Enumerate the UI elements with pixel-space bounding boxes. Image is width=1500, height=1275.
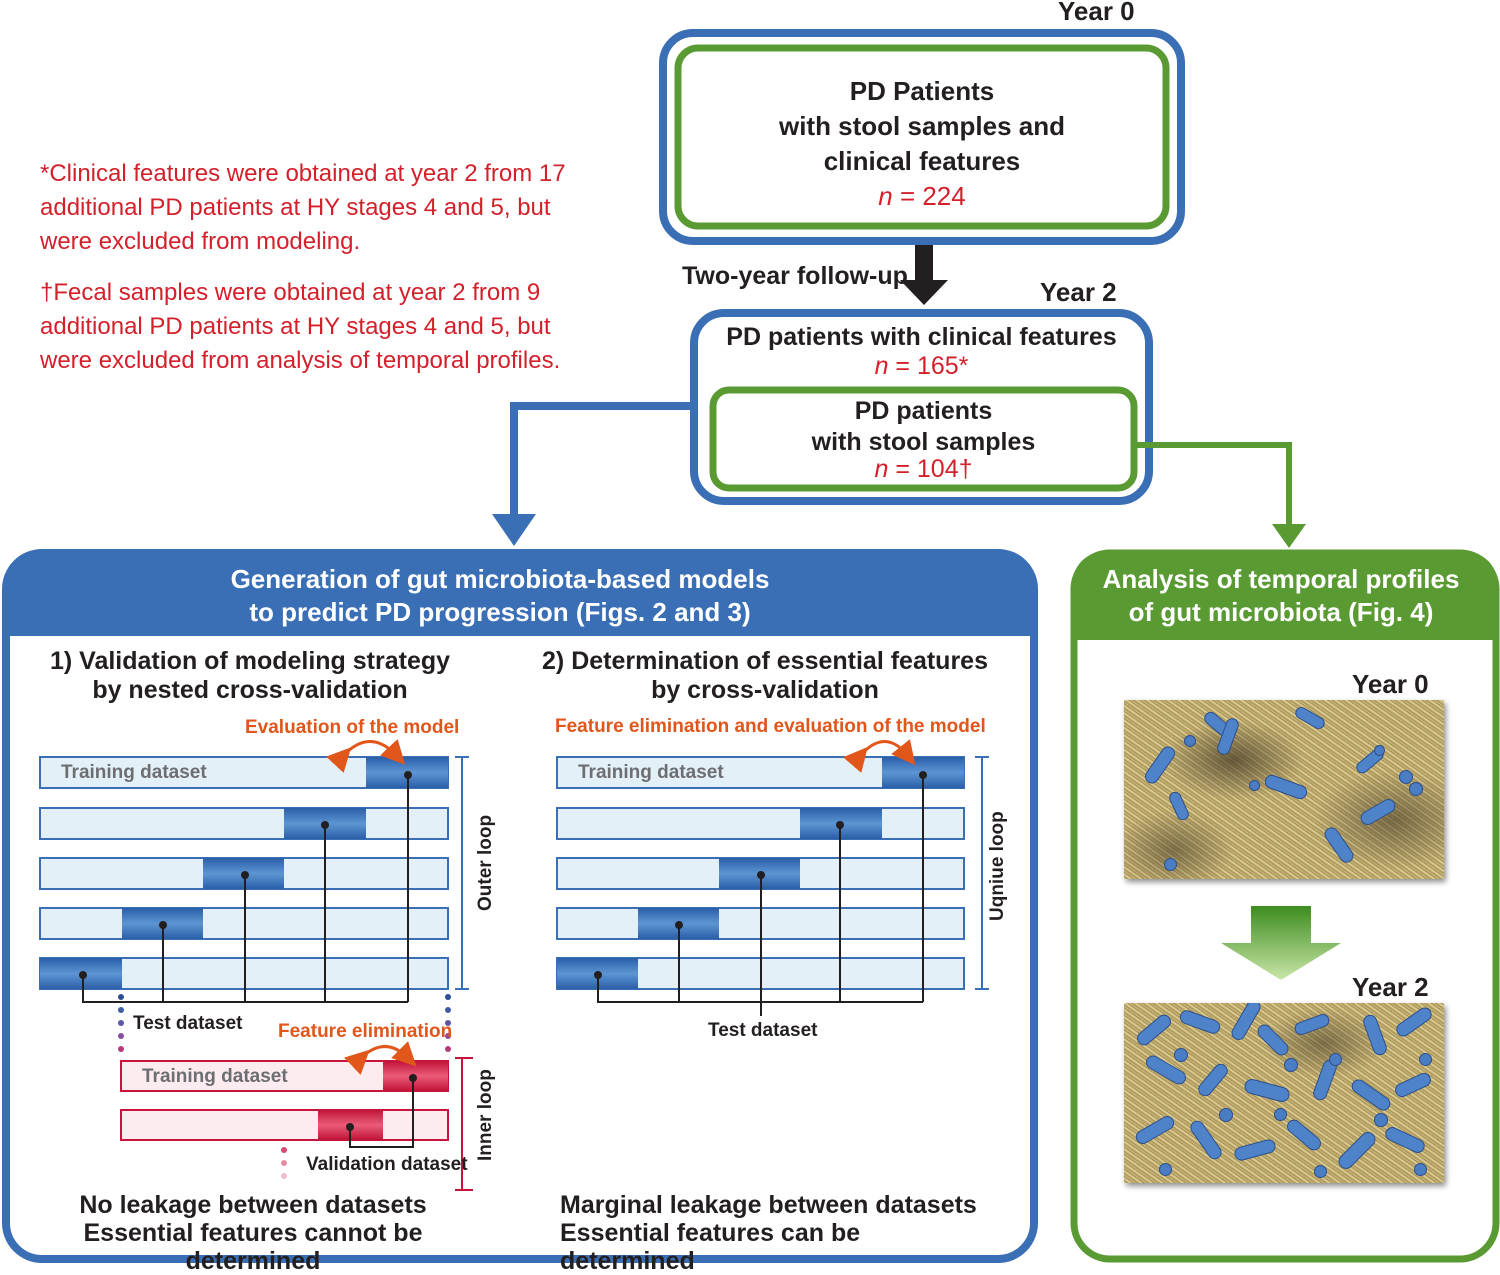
year0-inner-box [674, 44, 1170, 230]
year2-inner-n: n = 104† [874, 455, 973, 483]
unique-loop-bracket [975, 756, 989, 990]
year0-n: n = 224 [878, 181, 966, 211]
microbiota-image-year2 [1124, 1003, 1444, 1183]
green-connector [1134, 442, 1292, 528]
right-panel-header-bg [1072, 551, 1498, 640]
right-header-line2: of gut microbiota (Fig. 4) [1128, 597, 1434, 627]
outer-loop-label: Outer loop [475, 814, 496, 911]
feature-elim-arrow [344, 1041, 417, 1075]
validation-dataset-label: Validation dataset [306, 1154, 468, 1175]
section2-title-line1: 2) Determination of essential features [542, 647, 988, 675]
followup-arrow-head [900, 280, 948, 305]
section2-footer-line2: Essential features can be determined [560, 1219, 861, 1275]
year2-inner-line1: PD patients [854, 397, 993, 425]
year2-inner-box [709, 386, 1138, 492]
right-panel-frame [1070, 549, 1500, 1263]
cv-bar [556, 807, 965, 840]
section1-footer-line1: No leakage between datasets [79, 1191, 427, 1219]
year2-inner-line2: with stool samples [811, 428, 1036, 456]
section2-title: 2) Determination of essential features b… [540, 647, 990, 705]
year2-outer-line1: PD patients with clinical features [726, 323, 1117, 351]
outer-loop-bracket [455, 756, 469, 990]
year2-label: Year 2 [1040, 277, 1117, 307]
right-year2-label: Year 2 [1352, 972, 1429, 1002]
test-dataset-label: Test dataset [133, 1013, 243, 1034]
left-panel-header-bg [4, 551, 1036, 636]
left-panel-frame [2, 549, 1038, 1263]
cv-bar [39, 807, 449, 840]
year0-line3: clinical features [823, 146, 1021, 176]
section2-footer: Marginal leakage between datasets Essent… [560, 1191, 1000, 1275]
section2-title-line2: by cross-validation [651, 676, 879, 704]
note-fecal: †Fecal samples were obtained at year 2 f… [40, 279, 561, 374]
evaluation-arrow-2 [843, 739, 916, 773]
section1-footer-line2: Essential features cannot be determined [83, 1219, 423, 1275]
note-clinical: *Clinical features were obtained at year… [40, 160, 566, 255]
year2-outer-text: PD patients with clinical features n = 1… [698, 323, 1145, 381]
blue-connector-head [492, 514, 536, 546]
blue-connector [510, 402, 694, 520]
unique-loop-label: Uqniue loop [987, 811, 1008, 921]
section1-title: 1) Validation of modeling strategy by ne… [30, 647, 470, 705]
year0-line1: PD Patients [849, 76, 995, 106]
inner-training-label: Training dataset [142, 1066, 288, 1087]
feature-eval-label: Feature elimination and evaluation of th… [555, 716, 986, 737]
inner-loop-bracket [455, 1057, 473, 1191]
year2-inner-text: PD patients with stool samples n = 104† [716, 396, 1131, 483]
right-header-line1: Analysis of temporal profiles [1102, 564, 1460, 594]
year0-box-text: PD Patients with stool samples and clini… [680, 74, 1164, 214]
outer-loop-connectors [82, 775, 409, 1003]
right-panel-header: Analysis of temporal profiles of gut mic… [1072, 563, 1490, 629]
section1-title-line1: 1) Validation of modeling strategy [49, 647, 451, 675]
temporal-arrow [1221, 906, 1341, 980]
dotted-connectors [118, 994, 451, 1179]
inner-loop-label: Inner loop [475, 1069, 496, 1161]
year2-outer-n: n = 165* [874, 352, 969, 380]
feature-elimination-label: Feature elimination [278, 1021, 453, 1042]
section2-footer-line1: Marginal leakage between datasets [560, 1191, 977, 1219]
training-label-2: Training dataset [578, 762, 724, 783]
training-label: Training dataset [61, 762, 207, 783]
section1-footer: No leakage between datasets Essential fe… [14, 1191, 492, 1275]
test-dataset-label-2: Test dataset [708, 1020, 818, 1041]
inner-bar [120, 1109, 449, 1141]
left-panel-header: Generation of gut microbiota-based model… [4, 563, 996, 629]
right-year0-label: Year 0 [1352, 669, 1429, 699]
evaluation-label: Evaluation of the model [245, 717, 460, 738]
evaluation-arrow [326, 739, 406, 773]
left-header-line1: Generation of gut microbiota-based model… [230, 564, 770, 594]
inner-loop-bars [120, 1060, 449, 1141]
year0-label: Year 0 [1058, 0, 1135, 26]
section1-title-line2: by nested cross-validation [92, 676, 408, 704]
left-header-line2: to predict PD progression (Figs. 2 and 3… [249, 597, 751, 627]
year0-line2: with stool samples and [778, 111, 1066, 141]
followup-arrow-shaft [915, 245, 933, 283]
microbiota-image-year0 [1124, 700, 1444, 879]
green-connector-head [1272, 524, 1306, 548]
followup-label: Two-year follow-up [682, 262, 908, 290]
